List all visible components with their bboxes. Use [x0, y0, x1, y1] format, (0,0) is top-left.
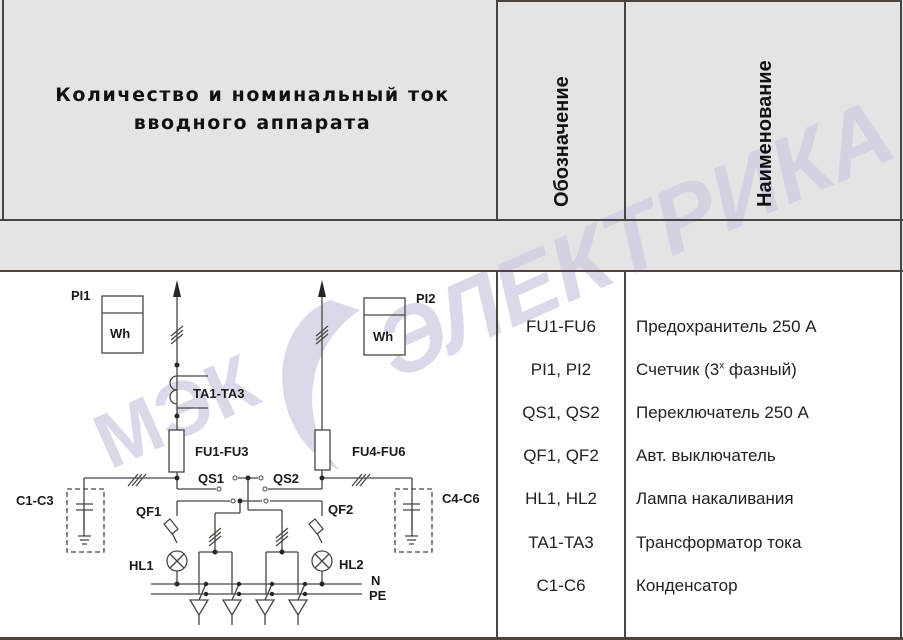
- legend-code: HL1, HL2: [525, 489, 597, 508]
- label-qf1: QF1: [136, 504, 161, 519]
- border-header-bottom: [0, 219, 903, 221]
- label-fu-left: FU1-FU3: [195, 444, 248, 459]
- border-col2-bottom: [624, 271, 626, 640]
- border-col1-bottom: [496, 271, 498, 640]
- legend-code: TA1-TA3: [528, 533, 594, 552]
- border-top-right: [496, 0, 902, 2]
- page-title: Количество и номинальный ток вводного ап…: [10, 0, 495, 218]
- legend-code: PI1, PI2: [530, 360, 592, 379]
- outgoing-feeders: [188, 583, 309, 625]
- label-qs1: QS1: [198, 471, 224, 486]
- label-pi1: PI1: [71, 288, 91, 303]
- legend-code: C1-C6: [536, 576, 586, 595]
- border-col1: [496, 0, 498, 220]
- label-ta: TA1-TA3: [193, 386, 245, 401]
- label-meter-wh: Wh: [110, 326, 130, 341]
- legend-name: Трансформатор тока: [636, 533, 802, 552]
- legend-name: Счетчик (3х фазный): [636, 360, 797, 379]
- border-col2: [624, 0, 626, 220]
- title-line-2: вводного аппарата: [133, 112, 372, 134]
- legend-name: Предохранитель 250 А: [636, 317, 817, 336]
- border-left: [2, 0, 4, 220]
- spacer-row: [0, 220, 903, 271]
- label-meter-wh: Wh: [373, 329, 393, 344]
- title-line-1: Количество и номинальный ток: [55, 84, 450, 106]
- label-fu-right: FU4-FU6: [352, 444, 405, 459]
- header-title-cell: [0, 0, 497, 220]
- label-c-left: C1-C3: [16, 493, 54, 508]
- label-n: N: [371, 573, 380, 588]
- border-bottom: [0, 637, 903, 640]
- border-right: [900, 0, 902, 640]
- header-name-cell: [625, 0, 903, 220]
- legend-name: Переключатель 250 А: [636, 403, 809, 422]
- border-spacer-bottom: [0, 270, 903, 272]
- legend-code: QF1, QF2: [523, 446, 599, 465]
- legend-code: FU1-FU6: [526, 317, 596, 336]
- label-hl2: HL2: [339, 557, 364, 572]
- header-designation-cell: [497, 0, 625, 220]
- label-c-right: C4-C6: [442, 491, 480, 506]
- legend-name: Конденсатор: [636, 576, 738, 595]
- meter-pi2: [363, 297, 406, 356]
- label-qs2: QS2: [273, 471, 299, 486]
- arrow-up-icon: [173, 280, 181, 297]
- meter-pi1: [101, 295, 144, 354]
- legend-name: Авт. выключатель: [636, 446, 776, 465]
- label-qf2: QF2: [328, 502, 353, 517]
- label-pe: PE: [369, 588, 387, 603]
- arrow-up-icon: [318, 280, 326, 297]
- legend-name: Лампа накаливания: [636, 489, 794, 508]
- legend-code: QS1, QS2: [522, 403, 600, 422]
- label-pi2: PI2: [416, 291, 436, 306]
- label-hl1: HL1: [129, 558, 154, 573]
